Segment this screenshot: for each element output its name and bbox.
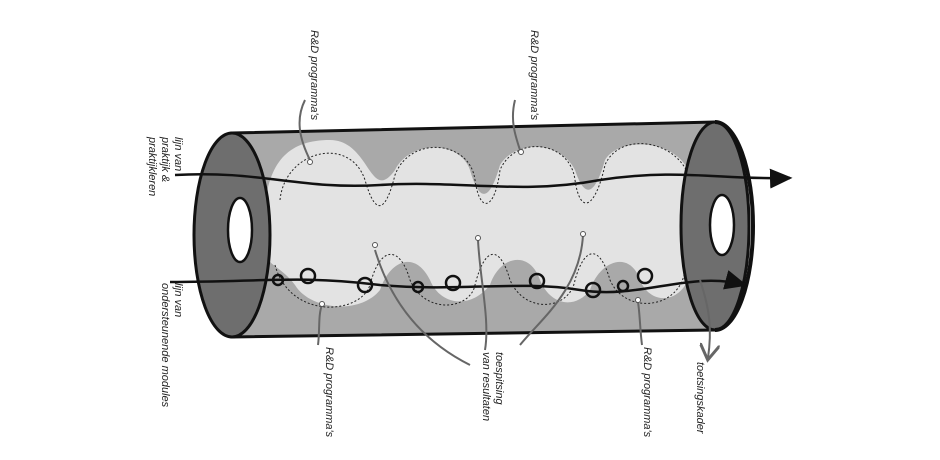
label-framework: toetsingskader bbox=[694, 362, 706, 435]
label-support-line1: lijn van bbox=[172, 283, 184, 317]
label-focus-line1: toespitsing bbox=[493, 352, 505, 405]
label-focus-line2: van resultaten bbox=[480, 352, 492, 421]
leader-lines bbox=[298, 99, 710, 366]
label-practice-line1: lijn van bbox=[172, 137, 184, 171]
practice-line-arrow bbox=[174, 168, 793, 189]
label-practice-line: lijn van praktijk & praktijkleren bbox=[146, 136, 184, 196]
support-line-arrow bbox=[169, 270, 748, 294]
label-rd-bottom-left: R&D programma's bbox=[323, 347, 335, 438]
label-rd-top-left: R&D programma's bbox=[308, 30, 320, 121]
label-rd-top-right: R&D programma's bbox=[528, 30, 540, 121]
tube-right-hole bbox=[708, 193, 736, 257]
label-rd-bottom-right: R&D programma's bbox=[641, 347, 653, 438]
label-support-line2: ondersteunende modules bbox=[159, 283, 171, 408]
label-practice-line3: praktijkleren bbox=[146, 136, 158, 196]
tube-right-rim bbox=[714, 120, 755, 332]
label-practice-line2: praktijk & bbox=[159, 136, 171, 182]
label-focus: toespitsing van resultaten bbox=[480, 352, 505, 421]
inner-channel bbox=[265, 140, 690, 307]
tube-left-hole bbox=[226, 196, 254, 264]
label-support-line: lijn van ondersteunende modules bbox=[159, 283, 184, 408]
module-circles bbox=[271, 267, 654, 299]
rd-wave-top bbox=[279, 143, 691, 207]
